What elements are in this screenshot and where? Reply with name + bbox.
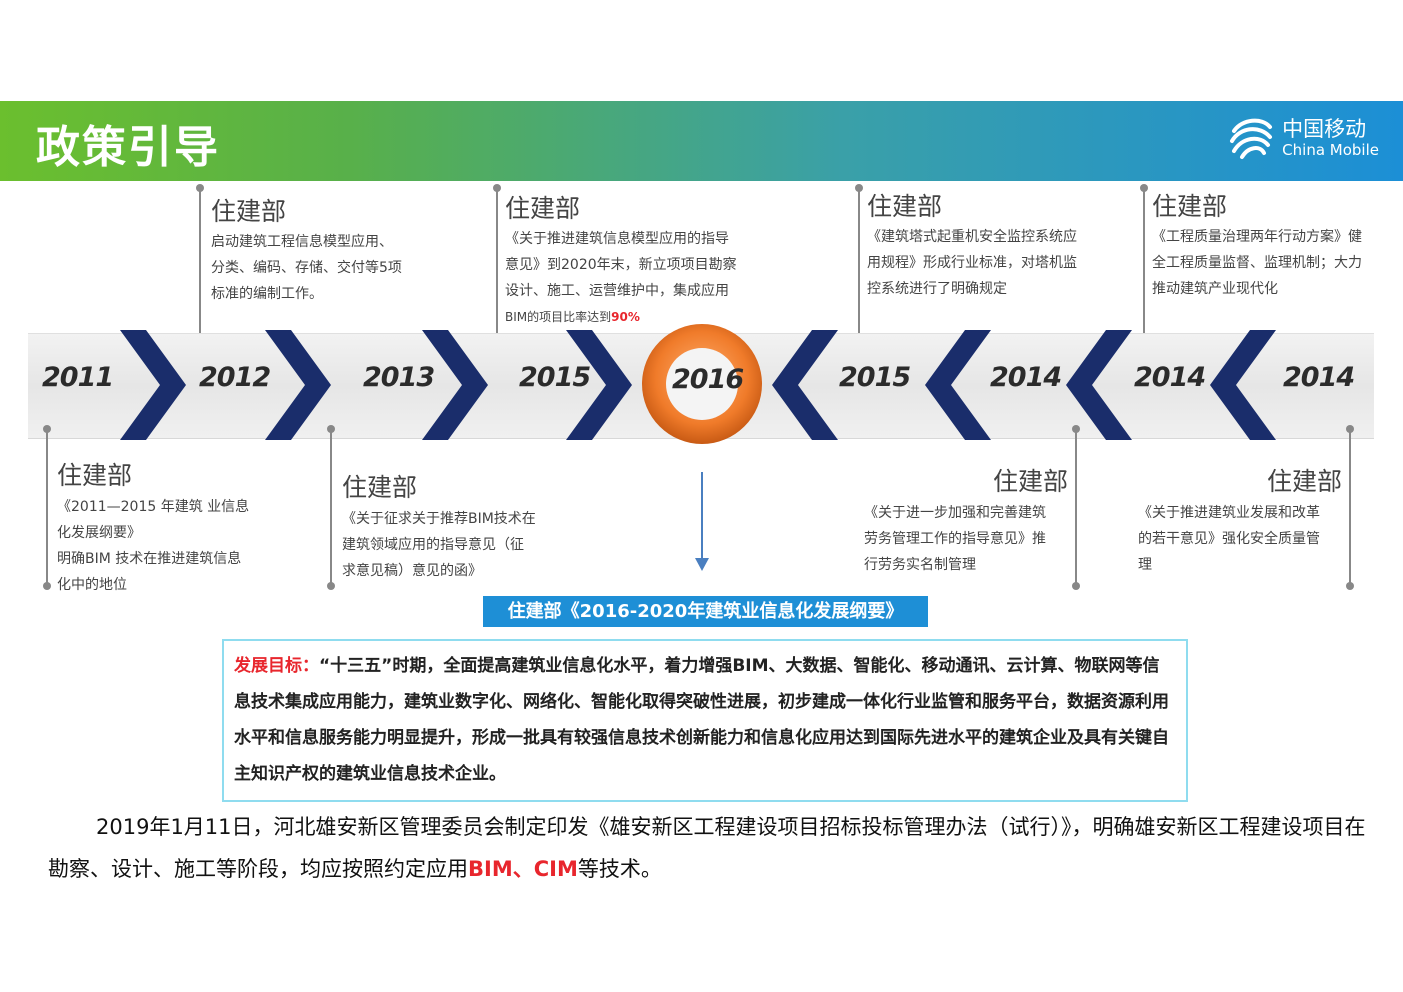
bottom-desc-1: 《2011—2015 年建筑 业信息化发展纲要》明确BIM 技术在推进建筑信息化… (57, 499, 250, 593)
year-label: 2015 (839, 362, 911, 393)
chevron-right-icon (566, 330, 632, 440)
top-dot-4 (1140, 184, 1148, 192)
chevron-left-icon (772, 330, 838, 440)
bottom-dept-4: 住建部 (1266, 467, 1342, 496)
paragraph-highlight: BIM、CIM (468, 857, 578, 881)
goal-box: 发展目标：“十三五”时期，全面提高建筑业信息化水平，着力增强BIM、大数据、智能… (222, 639, 1188, 802)
bottom-dot-1b (43, 582, 51, 590)
year-label: 2014 (1134, 362, 1206, 393)
bottom-dot-3 (1072, 425, 1080, 433)
top-desc-2: 《关于推进建筑信息模型应用的指导意见》到2020年末，新立项项目勘察设计、施工、… (505, 231, 737, 324)
paragraph-body: 2019年1月11日，河北雄安新区管理委员会制定印发《雄安新区工程建设项目招标投… (48, 815, 1366, 881)
goal-label: 发展目标： (234, 656, 319, 676)
top-stem-1 (199, 188, 201, 346)
china-mobile-logo-icon (1230, 118, 1273, 159)
bottom-dept-1: 住建部 (57, 461, 133, 490)
top-dot-1 (196, 184, 204, 192)
top-dept-3: 住建部 (867, 192, 943, 221)
top-dept-1: 住建部 (211, 197, 287, 226)
top-desc-4: 《工程质量治理两年行动方案》健全工程质量监督、监理机制；大力推动建筑产业现代化 (1152, 229, 1362, 297)
bottom-desc-4: 《关于推进建筑业发展和改革的若干意见》强化安全质量管理 (1138, 505, 1320, 573)
bottom-dot-3b (1072, 582, 1080, 590)
top-stem-4 (1143, 188, 1145, 346)
down-arrow-line (701, 472, 703, 560)
bottom-dept-2: 住建部 (342, 473, 418, 502)
bottom-dot-4b (1346, 582, 1354, 590)
top-stem-3 (858, 188, 860, 346)
logo-text-en: China Mobile (1282, 141, 1379, 159)
bottom-stem-1 (46, 428, 48, 586)
year-label: 2012 (199, 362, 271, 393)
china-mobile-logo: 中国移动 China Mobile (1228, 115, 1379, 161)
year-label: 2014 (990, 362, 1062, 393)
bottom-stem-4 (1349, 428, 1351, 586)
bottom-desc-2: 《关于征求关于推荐BIM技术在建筑领域应用的指导意见（征求意见稿）意见的函》 (342, 511, 536, 579)
top-desc-1: 启动建筑工程信息模型应用、分类、编码、存储、交付等5项标准的编制工作。 (211, 234, 402, 302)
year-label: 2013 (363, 362, 435, 393)
chevron-left-icon (925, 330, 991, 440)
goal-body: “十三五”时期，全面提高建筑业信息化水平，着力增强BIM、大数据、智能化、移动通… (234, 656, 1169, 784)
bottom-desc-3: 《关于进一步加强和完善建筑劳务管理工作的指导意见》推行劳务实名制管理 (864, 505, 1046, 573)
highlight-ring-icon (642, 324, 762, 444)
year-label-current: 2016 (672, 364, 744, 395)
top-dot-3 (855, 184, 863, 192)
year-label: 2014 (1283, 362, 1355, 393)
bottom-dot-4 (1346, 425, 1354, 433)
bottom-dept-3: 住建部 (992, 467, 1068, 496)
arrow-down-icon (695, 558, 709, 571)
top-dot-2 (493, 184, 501, 192)
year-label: 2015 (519, 362, 591, 393)
bottom-stem-3 (1075, 428, 1077, 586)
bottom-stem-2 (330, 428, 332, 586)
chevron-right-icon (265, 330, 331, 440)
chevron-left-icon (1210, 330, 1276, 440)
year-label: 2011 (42, 362, 114, 393)
chevron-right-icon (422, 330, 488, 440)
top-dept-4: 住建部 (1152, 192, 1228, 221)
chevron-right-icon (120, 330, 186, 440)
bottom-dot-2 (327, 425, 335, 433)
chevron-left-icon (1066, 330, 1132, 440)
top-dept-2: 住建部 (505, 194, 581, 223)
outline-banner: 住建部《2016-2020年建筑业信息化发展纲要》 (483, 596, 928, 627)
top-stem-2 (496, 188, 498, 346)
bottom-dot-1 (43, 425, 51, 433)
bottom-dot-2b (327, 582, 335, 590)
summary-paragraph: 2019年1月11日，河北雄安新区管理委员会制定印发《雄安新区工程建设项目招标投… (48, 806, 1366, 890)
paragraph-suffix: 等技术。 (577, 857, 662, 881)
header-bar: 政策引导 中国移动 China Mobile (0, 101, 1403, 181)
goal-text: 发展目标：“十三五”时期，全面提高建筑业信息化水平，着力增强BIM、大数据、智能… (234, 648, 1176, 792)
top-desc-3: 《建筑塔式起重机安全监控系统应用规程》形成行业标准，对塔机监控系统进行了明确规定 (867, 229, 1077, 297)
page-title: 政策引导 (36, 122, 220, 173)
logo-text-cn: 中国移动 (1282, 117, 1367, 141)
